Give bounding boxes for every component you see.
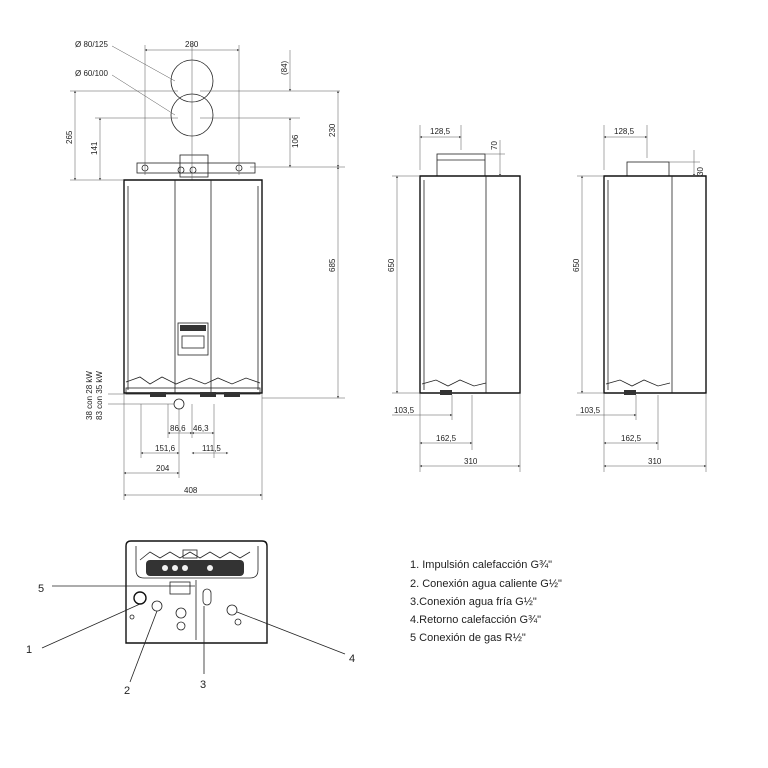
side2-dim-30: 30 (696, 167, 705, 176)
flue-outline (144, 45, 240, 180)
side1-dim-128-5: 128,5 (430, 127, 451, 136)
flue-label-60: Ø 60/100 (75, 69, 108, 78)
dim-408: 408 (184, 486, 198, 495)
dim-86-6: 86,6 (170, 424, 186, 433)
connections-legend: 1. Impulsión calefacción G¾" 2. Conexión… (410, 559, 562, 644)
side1-dim-162-5: 162,5 (436, 434, 457, 443)
side2-dim-128-5: 128,5 (614, 127, 635, 136)
dim-151-6: 151,6 (155, 444, 176, 453)
dim-685: 685 (328, 258, 337, 272)
callout-2: 2 (124, 685, 130, 697)
legend-item-3: 3.Conexión agua fría G½" (410, 596, 537, 608)
legend-item-5: 5 Conexión de gas R½" (410, 632, 526, 644)
callout-1: 1 (26, 644, 32, 656)
side1-dim-650: 650 (387, 258, 396, 272)
front-view: Ø 80/125 Ø 60/100 280 (84) 106 230 685 2… (65, 40, 345, 500)
side-view-2: 128,5 30 650 103,5 162,5 310 (572, 125, 707, 472)
callout-4: 4 (349, 653, 355, 665)
side1-dim-70: 70 (490, 141, 499, 150)
legend-item-4: 4.Retorno calefacción G¾" (410, 614, 541, 626)
legend-item-2: 2. Conexión agua caliente G½" (410, 578, 562, 590)
side2-dim-310: 310 (648, 457, 662, 466)
side2-dim-650: 650 (572, 258, 581, 272)
flue-label-80: Ø 80/125 (75, 40, 108, 49)
callout-3: 3 (200, 679, 206, 691)
mounting-bracket (136, 162, 256, 174)
side1-dim-103-5: 103,5 (394, 406, 415, 415)
legend-item-1: 1. Impulsión calefacción G¾" (410, 559, 552, 571)
note-28kw: 38 con 28 kW (85, 371, 94, 420)
bottom-view: 5 1 2 3 4 (26, 540, 355, 697)
dim-265: 265 (65, 130, 74, 144)
side2-dim-162-5: 162,5 (621, 434, 642, 443)
dim-111-5: 111,5 (202, 444, 221, 453)
side2-dim-103-5: 103,5 (580, 406, 601, 415)
dim-84: (84) (280, 60, 289, 75)
dim-46-3: 46,3 (193, 424, 209, 433)
side-view-1: 128,5 70 650 103,5 162,5 310 (387, 125, 521, 472)
boiler-body (123, 179, 263, 410)
dim-280: 280 (185, 40, 199, 49)
callout-5: 5 (38, 583, 44, 595)
dim-204: 204 (156, 464, 170, 473)
dim-106: 106 (291, 134, 300, 148)
dim-141: 141 (90, 141, 99, 155)
note-35kw: 83 con 35 kW (95, 371, 104, 420)
side1-dim-310: 310 (464, 457, 478, 466)
dim-230: 230 (328, 123, 337, 137)
